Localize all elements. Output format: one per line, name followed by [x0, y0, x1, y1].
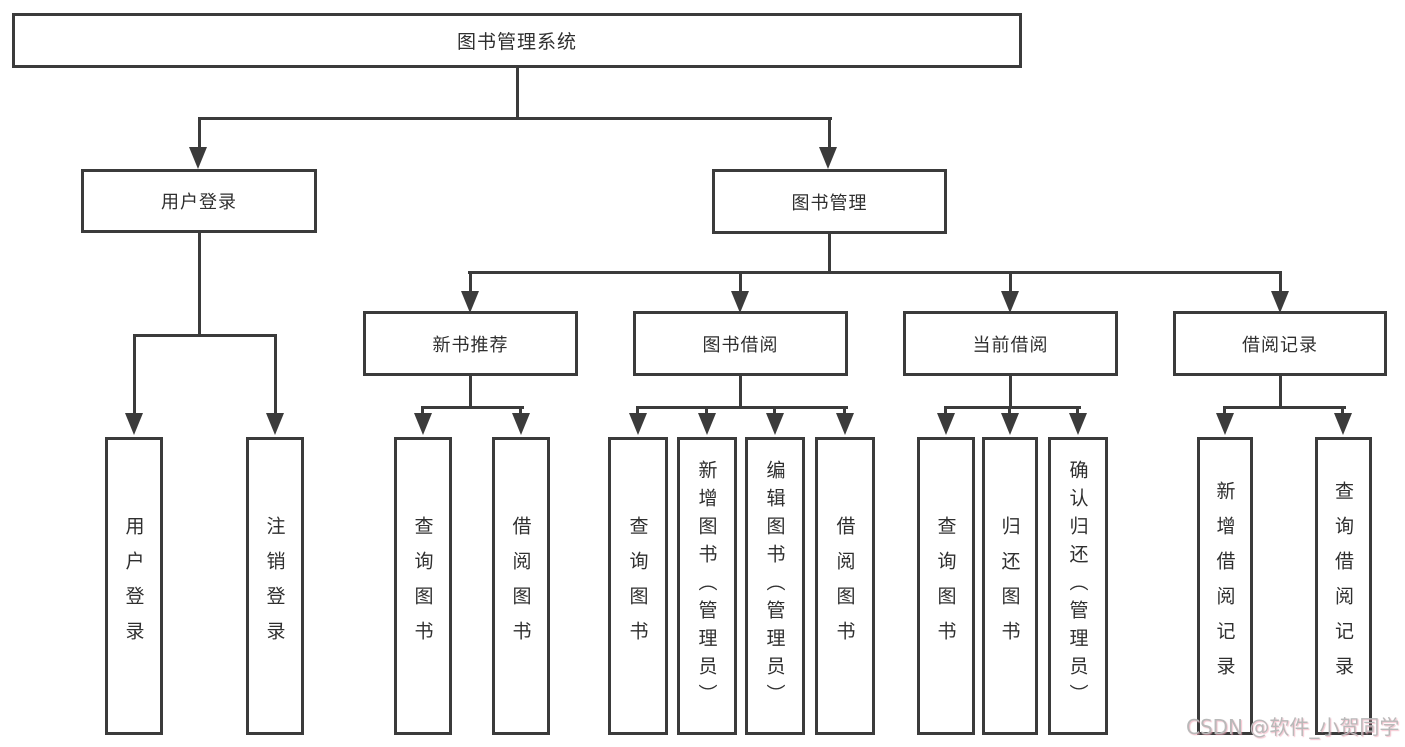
arrow-down-icon — [125, 413, 143, 435]
arrow-down-icon — [1001, 413, 1019, 435]
leaf-return-books: 归还图书 — [982, 437, 1038, 735]
leaf-borrow-books-borrow: 借阅图书 — [815, 437, 875, 735]
leaf-query-borrow-record: 查询借阅记录 — [1315, 437, 1372, 735]
leaf-confirm-return-admin: 确认归还（管理员） — [1048, 437, 1108, 735]
leaf-query-books-current: 查询图书 — [917, 437, 975, 735]
connector-book-mgmt-stem — [828, 232, 831, 273]
arrow-down-icon — [937, 413, 955, 435]
leaf-add-book-admin: 新增图书（管理员） — [677, 437, 737, 735]
arrow-down-icon — [766, 413, 784, 435]
connector-drop-book-borrow — [739, 271, 742, 293]
leaf-add-borrow-record: 新增借阅记录 — [1197, 437, 1253, 735]
arrow-down-icon — [1334, 413, 1352, 435]
leaf-user-login: 用户登录 — [105, 437, 163, 735]
arrow-down-icon — [731, 291, 749, 313]
node-book-management: 图书管理 — [712, 169, 947, 234]
node-new-book-recommend: 新书推荐 — [363, 311, 578, 376]
connector-drop-leaf — [705, 406, 708, 416]
connector-user-login-bar — [134, 334, 277, 337]
connector-book-borrow-stem — [739, 374, 742, 408]
node-borrow-records: 借阅记录 — [1173, 311, 1387, 376]
connector-drop-borrow-records — [1279, 271, 1282, 293]
arrow-down-icon — [512, 413, 530, 435]
connector-current-borrow-stem — [1009, 374, 1012, 408]
arrow-down-icon — [414, 413, 432, 435]
node-user-login: 用户登录 — [81, 169, 317, 233]
leaf-borrow-books-recommend: 借阅图书 — [492, 437, 550, 735]
connector-drop-user-login — [198, 117, 201, 149]
arrow-down-icon — [1216, 413, 1234, 435]
leaf-logout: 注销登录 — [246, 437, 304, 735]
connector-level2-bar — [198, 117, 832, 120]
connector-book-borrow-bar — [636, 406, 848, 409]
connector-drop-leaf — [519, 406, 522, 416]
leaf-query-books-borrow: 查询图书 — [608, 437, 668, 735]
connector-user-login-stem — [198, 231, 201, 336]
connector-drop-leaf — [843, 406, 846, 416]
arrow-down-icon — [189, 147, 207, 169]
csdn-watermark: CSDN @软件_小贺同学 — [1186, 715, 1400, 739]
connector-drop-leaf — [636, 406, 639, 416]
connector-drop-leaf-logout — [274, 334, 277, 414]
connector-borrow-records-stem — [1279, 374, 1282, 408]
connector-level3-bar — [468, 271, 1282, 274]
leaf-edit-book-admin: 编辑图书（管理员） — [745, 437, 805, 735]
leaf-query-books-recommend: 查询图书 — [394, 437, 452, 735]
arrow-down-icon — [836, 413, 854, 435]
connector-drop-leaf — [1341, 406, 1344, 416]
arrow-down-icon — [266, 413, 284, 435]
connector-drop-leaf — [1076, 406, 1079, 416]
connector-drop-current-borrow — [1009, 271, 1012, 293]
arrow-down-icon — [1001, 291, 1019, 313]
node-book-borrow: 图书借阅 — [633, 311, 848, 376]
node-library-management-system: 图书管理系统 — [12, 13, 1022, 68]
arrow-down-icon — [698, 413, 716, 435]
connector-drop-leaf — [421, 406, 424, 416]
arrow-down-icon — [1069, 413, 1087, 435]
connector-drop-leaf — [1223, 406, 1226, 416]
arrow-down-icon — [461, 291, 479, 313]
connector-new-books-bar — [421, 406, 524, 409]
connector-drop-leaf — [944, 406, 947, 416]
connector-current-borrow-bar — [944, 406, 1081, 409]
connector-drop-new-books — [469, 271, 472, 293]
connector-drop-leaf-user-login — [133, 334, 136, 414]
arrow-down-icon — [1271, 291, 1289, 313]
arrow-down-icon — [819, 147, 837, 169]
connector-borrow-records-bar — [1223, 406, 1346, 409]
node-current-borrow: 当前借阅 — [903, 311, 1118, 376]
connector-drop-book-mgmt — [828, 117, 831, 149]
connector-new-books-stem — [469, 374, 472, 408]
connector-drop-leaf — [773, 406, 776, 416]
connector-root-stem — [516, 65, 519, 118]
connector-drop-leaf — [1008, 406, 1011, 416]
arrow-down-icon — [629, 413, 647, 435]
